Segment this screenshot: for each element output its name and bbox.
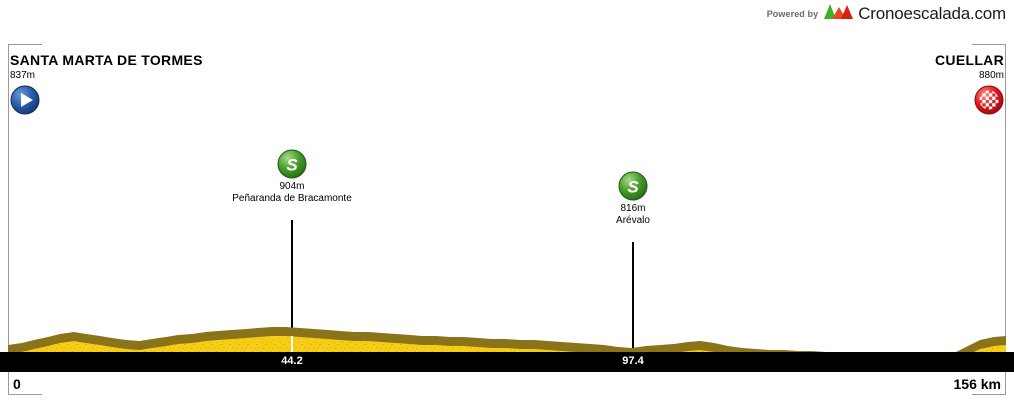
start-name-label: SANTA MARTA DE TORMES: [10, 52, 203, 68]
start-play-icon: [10, 85, 203, 120]
marker-stem-1: [291, 220, 293, 354]
footer-tick-left: [8, 394, 42, 395]
footer-tick-right: [972, 394, 1006, 395]
start-altitude-label: 837m: [10, 70, 36, 81]
plot-area: SANTA MARTA DE TORMES 837m: [0, 44, 1014, 394]
distance-axis-bar: 44.2 97.4: [0, 352, 1014, 372]
mountain-logo-icon: [823, 3, 854, 25]
frame-border-right: [1005, 44, 1006, 350]
axis-end-label: 156 km: [953, 376, 1001, 392]
axis-footer: 0 156 km: [0, 372, 1014, 404]
marker-stem-2-inner: [632, 357, 634, 394]
powered-by-label: Powered by: [766, 9, 819, 19]
frame-border-left: [8, 44, 9, 350]
finish-name-label: CUELLAR: [935, 52, 1004, 68]
axis-tick-label-2: 97.4: [622, 355, 644, 367]
finish-endpoint: CUELLAR 880m: [935, 52, 1004, 115]
axis-start-label: 0: [13, 376, 21, 392]
finish-altitude-label: 880m: [978, 70, 1004, 81]
finish-checkered-icon: [935, 85, 1004, 115]
branding: Powered by Cronoescalada.com: [767, 4, 1006, 24]
marker-stem-2: [632, 242, 634, 366]
footer-border-right: [1005, 372, 1006, 394]
start-endpoint: SANTA MARTA DE TORMES 837m: [10, 52, 203, 120]
axis-tick-label-1: 44.2: [281, 355, 303, 367]
site-name-label: Cronoescalada.com: [858, 4, 1006, 23]
terrain-profile: [0, 44, 1014, 372]
frame-tick-left: [8, 44, 42, 45]
footer-border-left: [8, 372, 9, 394]
frame-tick-right: [972, 44, 1006, 45]
